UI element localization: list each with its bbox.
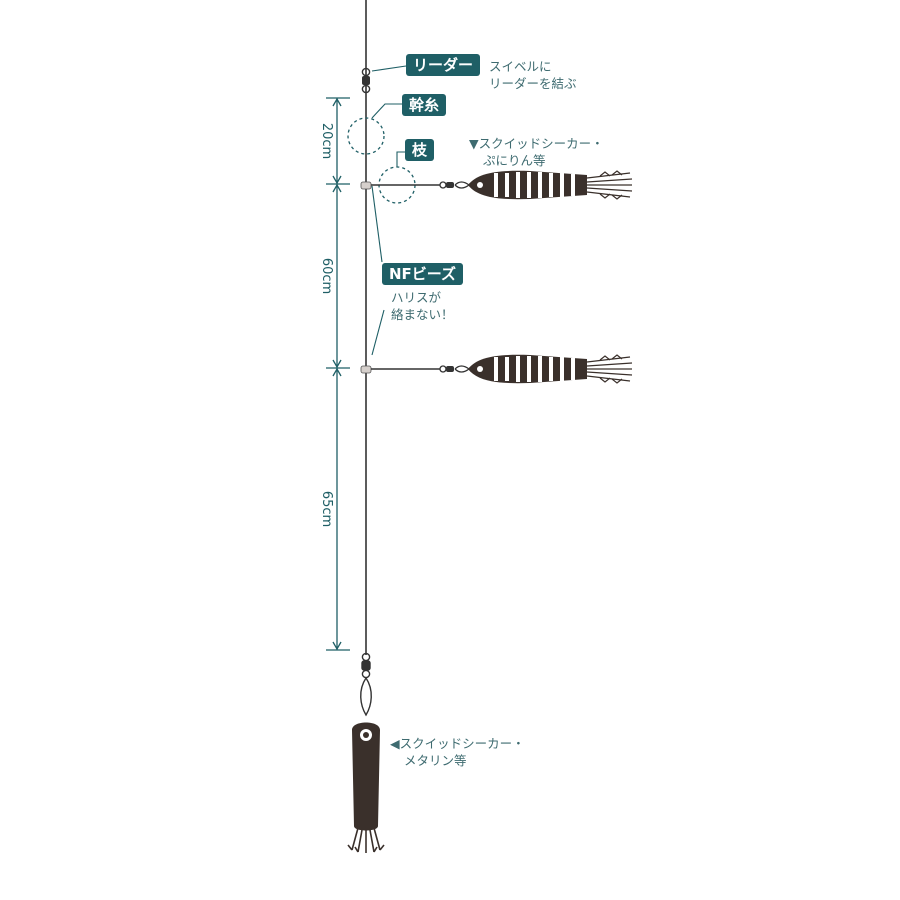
callout-circle-icon	[347, 117, 385, 155]
squid-jig-icon	[468, 354, 633, 384]
bottom-lure-note-line-2: メタリン等	[404, 753, 467, 768]
branch-lure-note-line-2: ぷにりん等	[483, 153, 546, 168]
snap-swivel-icon	[439, 365, 471, 373]
beads-note-line-2: 絡まない！	[391, 307, 454, 322]
beads-note: ハリスが 絡まない！	[391, 289, 454, 323]
branch-lure-note-line-1: ▼スクイッドシーカー・	[469, 136, 604, 151]
main-line-tag: 幹糸	[402, 94, 447, 116]
swivel-icon	[361, 67, 371, 94]
dimension-60cm: 60cm	[319, 258, 334, 294]
leader-note: スイベルに リーダーを結ぶ	[489, 58, 577, 92]
squid-jig-icon	[468, 170, 633, 200]
snap-swivel-icon	[360, 652, 372, 717]
leader-note-line-1: スイベルに	[489, 59, 552, 74]
dimension-line	[326, 97, 350, 651]
branch-lure-note: ▼スクイッドシーカー・ ぷにりん等	[469, 135, 604, 169]
beads-tag: NFビーズ	[382, 263, 464, 285]
branch-1	[360, 170, 633, 200]
snap-swivel-icon	[439, 181, 471, 189]
bottom-lure-note: ◀スクイッドシーカー・ メタリン等	[390, 735, 525, 769]
sinker-jig-icon	[347, 722, 385, 853]
beads-note-line-1: ハリスが	[391, 290, 442, 305]
branch-tag: 枝	[405, 139, 435, 161]
callout-leaders	[371, 65, 407, 356]
dimension-65cm: 65cm	[319, 491, 334, 527]
leader-tag: リーダー	[406, 54, 481, 76]
branch-2	[360, 354, 633, 384]
bottom-lure-note-line-1: ◀スクイッドシーカー・	[390, 736, 525, 751]
leader-note-line-2: リーダーを結ぶ	[489, 76, 577, 91]
dimension-20cm: 20cm	[319, 123, 334, 159]
